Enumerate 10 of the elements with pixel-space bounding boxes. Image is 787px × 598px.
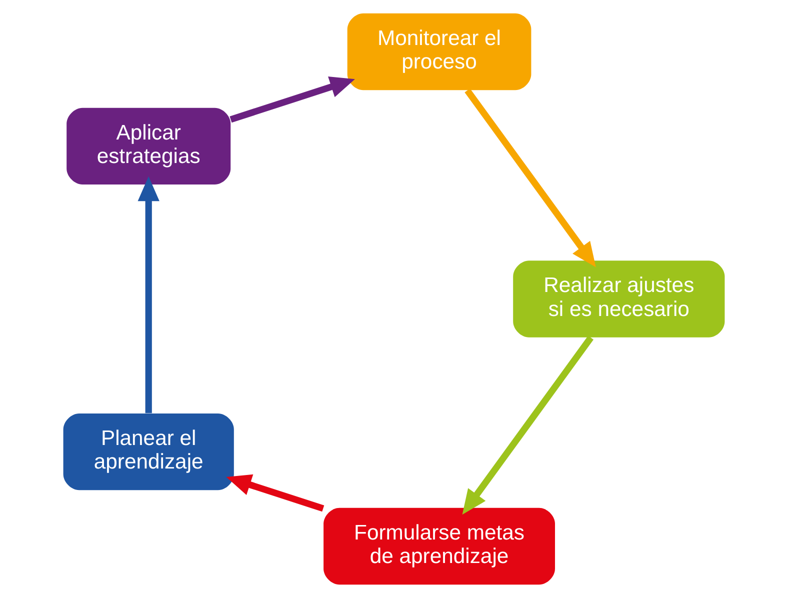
arrow — [229, 76, 354, 123]
arrow — [464, 88, 596, 268]
node-box: Aplicar estrategias — [66, 108, 230, 185]
node-box: Planear el aprendizaje — [62, 413, 234, 490]
arrow — [226, 474, 324, 512]
node-box: Monitorear el proceso — [346, 13, 531, 90]
node-box: Formularse metas de aprendizaje — [323, 508, 554, 585]
node-box: Realizar ajustes si es necesario — [512, 260, 724, 338]
arrow — [137, 176, 159, 414]
arrow — [462, 336, 593, 515]
